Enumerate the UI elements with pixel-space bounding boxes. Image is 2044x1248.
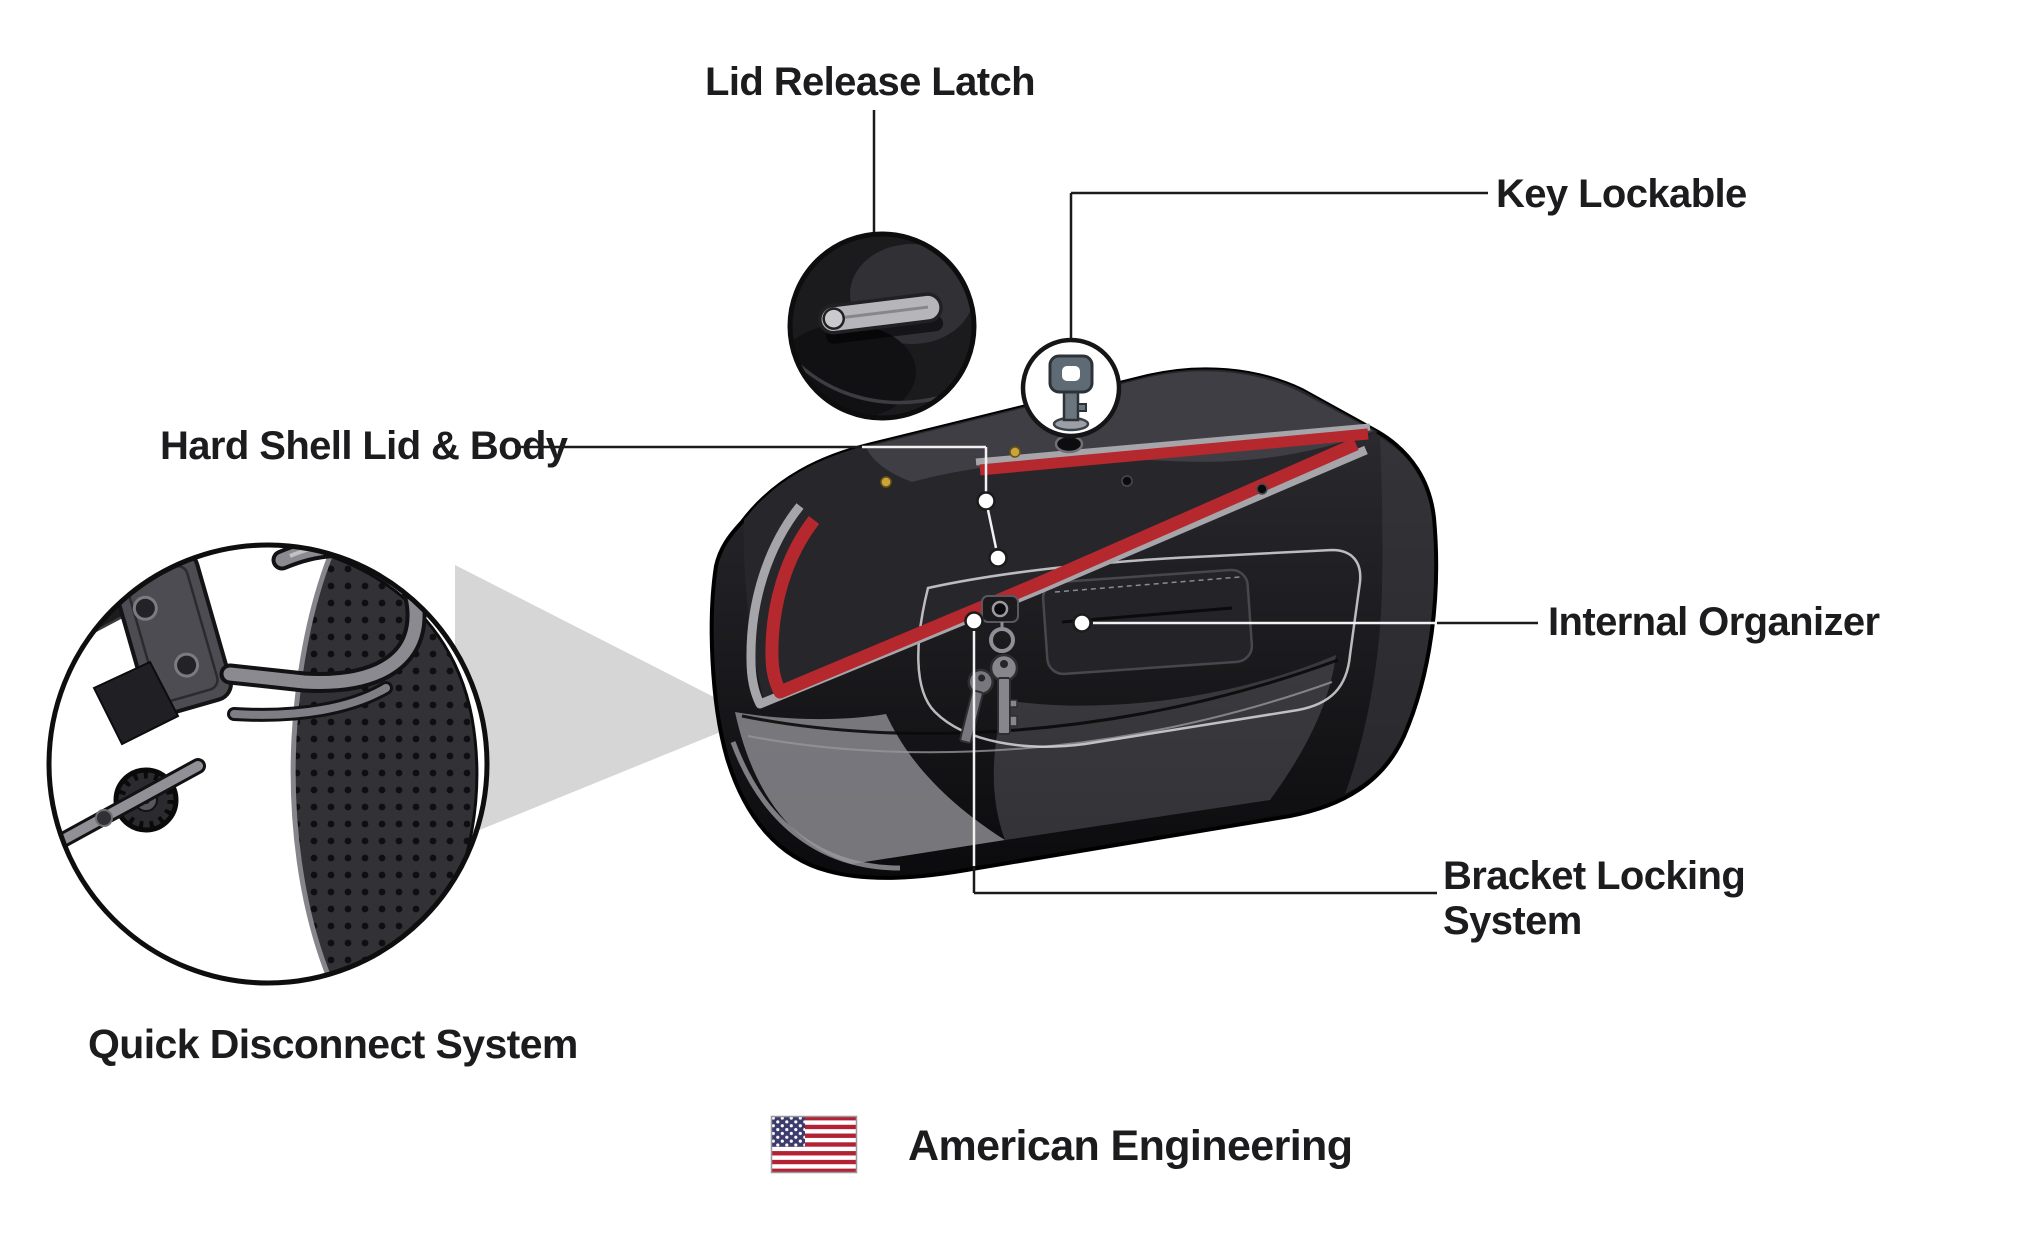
label-american-engineering: American Engineering bbox=[908, 1122, 1353, 1170]
anchor-dot-lid bbox=[976, 491, 996, 511]
lid-latch-inset bbox=[787, 231, 977, 421]
quick-disconnect-hardware bbox=[49, 545, 479, 983]
anchor-dot-bracket bbox=[964, 611, 984, 631]
anchor-dot-organizer bbox=[1072, 613, 1092, 633]
latch-lever-icon bbox=[818, 292, 944, 344]
keyhole-icon bbox=[1054, 434, 1084, 454]
label-hard-shell-lid-body: Hard Shell Lid & Body bbox=[160, 424, 568, 468]
callout-wedge bbox=[455, 565, 755, 840]
label-quick-disconnect-system: Quick Disconnect System bbox=[88, 1021, 578, 1067]
quick-disconnect-inset bbox=[46, 542, 490, 986]
callout-lines bbox=[515, 110, 1538, 895]
us-flag-icon bbox=[770, 1115, 858, 1174]
label-lid-release-latch: Lid Release Latch bbox=[705, 60, 1036, 104]
label-bracket-locking-system: Bracket Locking System bbox=[1443, 854, 1746, 943]
label-key-lockable: Key Lockable bbox=[1496, 172, 1747, 216]
label-internal-organizer: Internal Organizer bbox=[1548, 600, 1880, 644]
anchor-dot-body bbox=[988, 548, 1008, 568]
key-icon bbox=[1048, 354, 1094, 432]
key-lockable-inset bbox=[1020, 337, 1122, 439]
